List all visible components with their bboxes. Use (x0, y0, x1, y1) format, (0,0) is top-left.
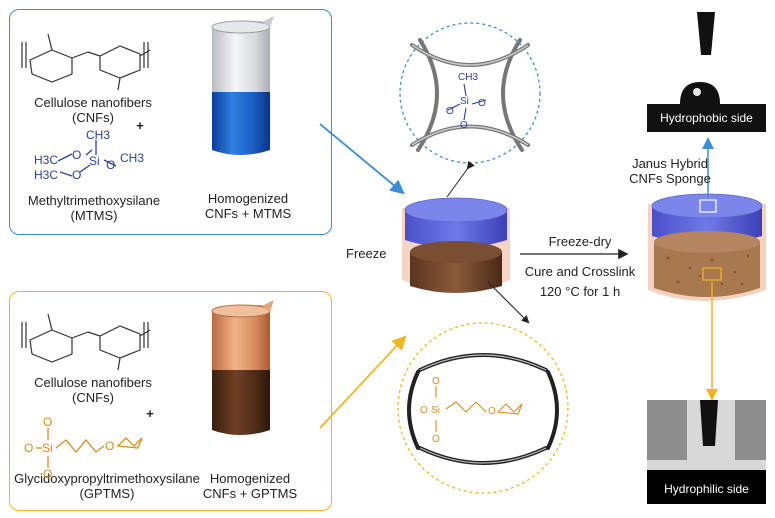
zoom-circle-bottom (397, 322, 569, 494)
silane-label-bottom-2: (GPTMS) (79, 486, 135, 501)
arrow-blue-to-freeze (319, 123, 405, 195)
mtms-atom-ch3-right: CH3 (120, 151, 145, 165)
cure-label: Cure and Crosslink (524, 264, 636, 279)
circle-top-ch3: CH3 (458, 72, 479, 83)
arrow-orange-to-freeze (319, 335, 407, 429)
beaker-blue (211, 16, 274, 155)
mtms-atom-o-left: O (72, 148, 82, 162)
mtms-bonds (57, 140, 117, 177)
zoom-circle-top (399, 22, 541, 164)
circle-bottom-si: Si (431, 405, 440, 416)
plus-top: + (136, 118, 144, 133)
gptms-panel (9, 291, 332, 511)
cellulose-label-bottom-2: (CNFs) (72, 390, 114, 405)
freeze-dry-label: Freeze-dry (548, 234, 612, 249)
circle-top-o1: O (446, 106, 454, 117)
hydrophobic-label: Hydrophobic side (660, 111, 753, 125)
sponge-title-2: CNFs Sponge (629, 171, 711, 186)
arrow-bottom-circle (487, 281, 530, 324)
circle-bottom-o3: O (432, 434, 440, 445)
cellulose-label-top-2: (CNFs) (72, 110, 114, 125)
hydrophilic-contact-image (647, 400, 766, 504)
mtms-atom-h3c-2: H3C (34, 168, 59, 182)
temp-label: 120 °C for 1 h (539, 284, 621, 299)
freeze-cylinder (402, 197, 510, 293)
gptms-bonds (36, 428, 143, 468)
beaker-label-top-2: CNFs + MTMS (204, 206, 292, 221)
gptms-atom-o-chain: O (105, 439, 115, 453)
cellulose-structure-bottom (21, 313, 151, 371)
circle-top-si: Si (460, 96, 469, 107)
silane-label-top-2: (MTMS) (70, 208, 118, 223)
silane-label-top-1: Methyltrimethoxysilane (27, 193, 161, 208)
plus-bottom: + (146, 406, 154, 421)
circle-bottom-o2: O (420, 405, 428, 416)
beaker-label-bottom-2: CNFs + GPTMS (202, 486, 298, 501)
beaker-label-top-1: Homogenized (207, 191, 289, 206)
mtms-atom-h3c-1: H3C (34, 153, 59, 167)
mtms-atom-o-low: O (72, 168, 82, 182)
cellulose-structure-top (21, 33, 151, 91)
circle-top-o2: O (478, 98, 486, 109)
gptms-atom-o-top: O (43, 415, 53, 429)
hydrophobic-contact-image (647, 12, 766, 132)
cellulose-label-bottom-1: Cellulose nanofibers (34, 375, 152, 390)
gptms-atom-o-bottom: O (43, 467, 53, 481)
hydrophilic-label: Hydrophilic side (664, 482, 749, 496)
janus-sponge (648, 193, 766, 301)
arrow-top-circle (446, 160, 475, 198)
sponge-title-1: Janus Hybrid (632, 156, 708, 171)
mtms-atom-o-right: O (106, 158, 116, 172)
silane-label-bottom-1: Glycidoxypropyltrimethoxysilane (14, 471, 200, 486)
mtms-atom-ch3-top: CH3 (86, 128, 111, 142)
freeze-label: Freeze (346, 246, 387, 261)
circle-top-o3: O (460, 120, 468, 131)
gptms-atom-si: Si (42, 441, 53, 455)
beaker-brown (211, 300, 274, 435)
circle-bottom-o1: O (432, 376, 440, 387)
mtms-panel (9, 9, 332, 235)
gptms-atom-o-left: O (24, 441, 34, 455)
beaker-label-bottom-1: Homogenized (209, 471, 291, 486)
mtms-atom-si: Si (89, 154, 100, 168)
circle-bottom-o4: O (488, 406, 496, 417)
cellulose-label-top-1: Cellulose nanofibers (34, 95, 152, 110)
